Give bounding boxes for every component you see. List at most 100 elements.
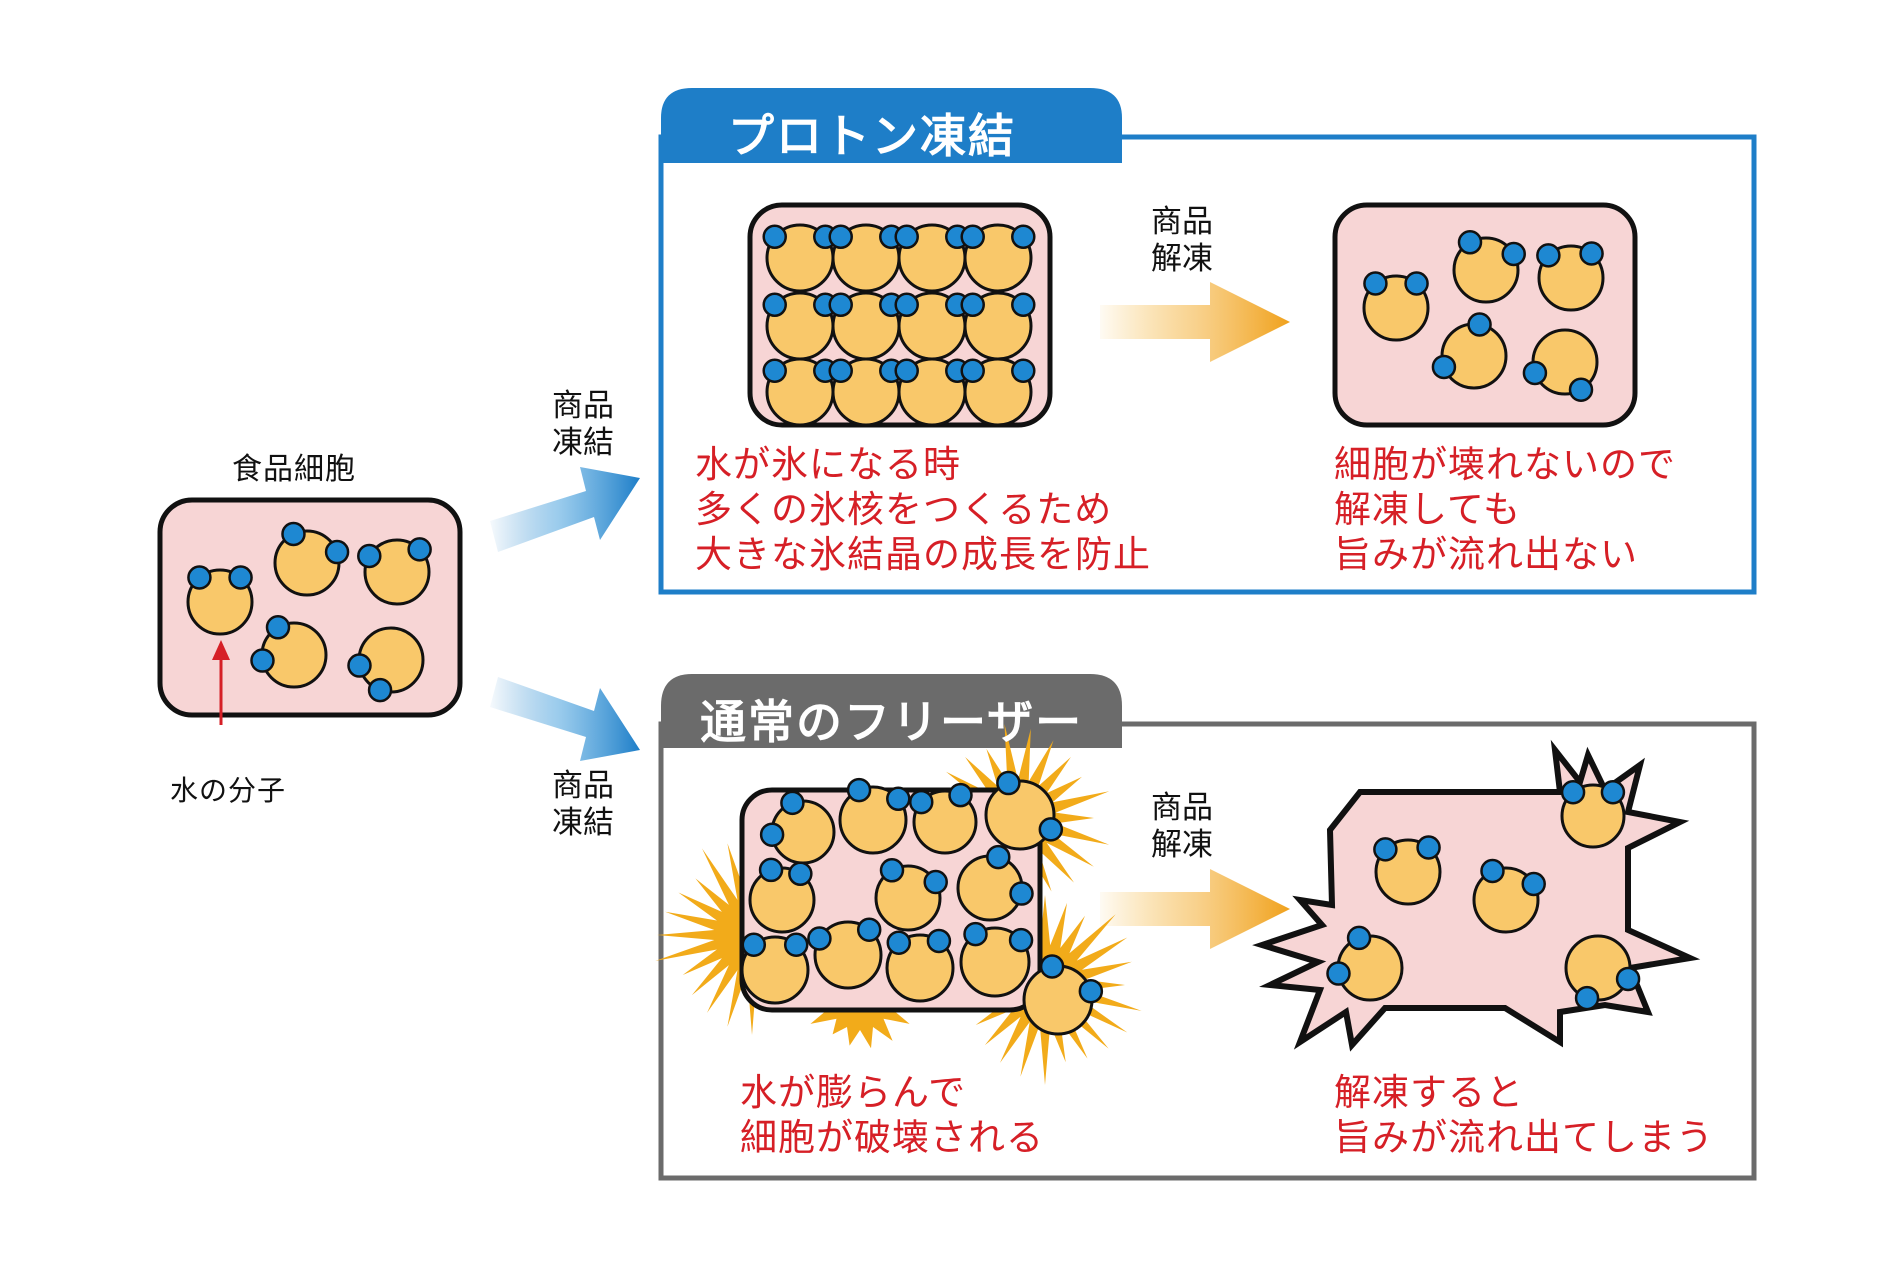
- hydrogen-atom: [1568, 377, 1594, 402]
- hydrogen-atom: [963, 921, 988, 947]
- molecule-body: [1564, 934, 1632, 1002]
- hydrogen-atom: [828, 292, 853, 318]
- normal-title-tab: [661, 674, 1122, 748]
- water-molecule: [1522, 328, 1599, 402]
- hydrogen-atom: [1522, 360, 1548, 386]
- water-molecule: [894, 357, 970, 427]
- hydrogen-atom: [846, 777, 872, 803]
- hydrogen-atom: [1416, 835, 1441, 860]
- normal-thawed-molecules: [1326, 780, 1641, 1011]
- caption-line: 旨みが流れ出てしまう: [1334, 1116, 1714, 1160]
- water-molecule: [885, 928, 955, 1003]
- water-molecule: [273, 521, 350, 597]
- hydrogen-atom: [1480, 858, 1505, 884]
- proton-thawed-molecules: [1362, 230, 1605, 402]
- hydrogen-atom: [1011, 292, 1036, 318]
- caption-line: 水が膨らんで: [740, 1071, 967, 1114]
- water-molecule: [1431, 312, 1508, 390]
- hydrogen-atom: [758, 857, 784, 883]
- hydrogen-atom: [1008, 927, 1034, 953]
- water-molecule: [956, 844, 1034, 922]
- food-cell-label: 食品細胞: [232, 452, 356, 487]
- water-molecule: [909, 782, 978, 855]
- water-molecule: [1362, 271, 1430, 342]
- water-molecule: [959, 921, 1034, 998]
- water-molecule: [1373, 835, 1442, 906]
- normal-title: 通常のフリーザー: [700, 695, 1084, 749]
- hydrogen-atom: [1039, 954, 1065, 979]
- hydrogen-atom: [1011, 224, 1036, 250]
- hydrogen-atom: [1326, 961, 1351, 986]
- caption-line: 多くの氷核をつくるため: [695, 488, 1113, 532]
- caption-line: 大きな氷結晶の成長を防止: [695, 533, 1151, 577]
- water-molecule: [874, 858, 948, 932]
- proton-frozen-molecules: [762, 223, 1036, 427]
- hydrogen-atom: [1615, 966, 1641, 992]
- freeze-arrow-bottom: [490, 677, 640, 761]
- hydrogen-atom: [926, 928, 952, 954]
- water-molecule: [1472, 858, 1546, 934]
- hydrogen-atom: [347, 653, 372, 678]
- hydrogen-atom: [265, 615, 291, 640]
- caption-line: 細胞が破壊される: [740, 1116, 1044, 1160]
- hydrogen-atom: [960, 358, 985, 384]
- hydrogen-atom: [780, 790, 805, 816]
- hydrogen-atom: [1467, 312, 1492, 337]
- hydrogen-atom: [923, 869, 948, 895]
- water-molecule: [960, 357, 1036, 427]
- hydrogen-atom: [1536, 243, 1561, 268]
- hydrogen-atom: [948, 782, 973, 808]
- hydrogen-atom: [1431, 354, 1457, 380]
- hydrogen-atom: [741, 932, 767, 957]
- normal-thaw-label: 商品 解凍: [1151, 790, 1213, 864]
- water-molecule: [759, 790, 836, 865]
- normal-thawed-caption: 解凍すると 旨みが流れ出てしまう: [1334, 1070, 1714, 1160]
- hydrogen-atom: [1078, 978, 1104, 1004]
- water-molecule: [960, 223, 1036, 293]
- water-molecule: [1326, 925, 1404, 1002]
- water-molecule: [186, 565, 254, 636]
- hydrogen-atom: [960, 224, 985, 250]
- water-molecule: [828, 291, 904, 361]
- water-molecule: [762, 223, 838, 293]
- water-molecule: [1536, 241, 1605, 312]
- hydrogen-atom: [788, 861, 813, 887]
- hydrogen-atom: [228, 565, 253, 590]
- water-molecule-label: 水の分子: [170, 774, 287, 807]
- hydrogen-atom: [1457, 230, 1483, 255]
- hydrogen-atom: [986, 844, 1011, 870]
- hydrogen-atom: [1521, 871, 1546, 897]
- water-molecule: [828, 223, 904, 293]
- proton-thaw-arrow: [1100, 282, 1290, 362]
- water-molecule: [357, 537, 432, 606]
- hydrogen-atom: [1560, 780, 1586, 805]
- hydrogen-atom: [1579, 241, 1604, 266]
- hydrogen-atom: [886, 930, 912, 955]
- hydrogen-atom: [894, 358, 919, 384]
- hydrogen-atom: [996, 770, 1021, 796]
- hydrogen-atom: [1346, 925, 1372, 951]
- hydrogen-atom: [1574, 985, 1600, 1011]
- normal-frozen-molecules: [740, 770, 1104, 1036]
- hydrogen-atom: [762, 224, 787, 250]
- pointer-arrow-head: [212, 640, 230, 660]
- freeze-arrow-top: [490, 467, 640, 552]
- hydrogen-atom: [281, 521, 306, 547]
- proton-section-frame: [658, 134, 1757, 595]
- hydrogen-atom: [894, 292, 919, 318]
- water-molecule: [762, 357, 838, 427]
- hydrogen-atom: [828, 224, 853, 250]
- hydrogen-atom: [783, 932, 809, 957]
- proton-title-tab: [661, 88, 1122, 163]
- caption-line: 解凍しても: [1334, 488, 1522, 532]
- freeze-label-bottom: 商品 凍結: [552, 768, 614, 842]
- hydrogen-atom: [1373, 837, 1398, 862]
- proton-frozen-caption: 水が氷になる時 多くの氷核をつくるため 大きな氷結晶の成長を防止: [695, 442, 1151, 577]
- hydrogen-atom: [367, 677, 393, 703]
- caption-line: 解凍すると: [1334, 1071, 1524, 1114]
- hydrogen-atom: [1501, 241, 1526, 267]
- hydrogen-atom: [1009, 881, 1034, 906]
- water-molecule: [1564, 934, 1641, 1011]
- hydrogen-atom: [909, 789, 934, 815]
